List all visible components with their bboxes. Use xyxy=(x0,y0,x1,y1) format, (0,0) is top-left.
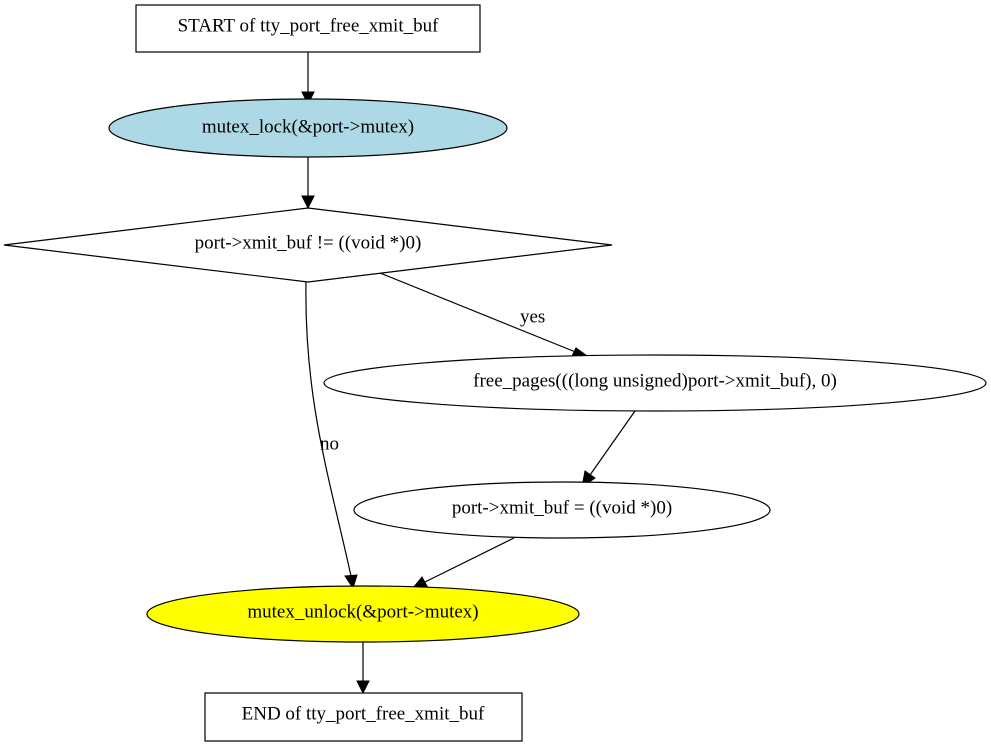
edge-decision-no: no xyxy=(305,281,358,590)
edge-start-to-lock xyxy=(301,52,315,106)
mutex-lock-label: mutex_lock(&port->mutex) xyxy=(202,116,414,137)
node-decision: port->xmit_buf != ((void *)0) xyxy=(3,207,613,283)
arrowhead-icon xyxy=(301,91,315,106)
assign-null-ellipse xyxy=(353,481,771,539)
arrowhead-icon xyxy=(301,195,315,210)
node-mutex-lock: mutex_lock(&port->mutex) xyxy=(108,98,508,158)
free-pages-ellipse xyxy=(323,354,987,412)
edge-free-to-assign xyxy=(581,410,636,489)
edge-lock-to-decision xyxy=(301,157,315,210)
free-pages-label: free_pages(((long unsigned)port->xmit_bu… xyxy=(473,370,837,391)
start-box xyxy=(135,4,481,53)
end-box xyxy=(204,692,523,742)
decision-diamond xyxy=(3,207,613,283)
edge-assign-to-unlock xyxy=(411,537,515,589)
decision-label: port->xmit_buf != ((void *)0) xyxy=(195,232,422,253)
mutex-unlock-ellipse xyxy=(146,585,580,643)
edge-decision-yes: yes xyxy=(379,272,592,359)
node-end: END of tty_port_free_xmit_buf xyxy=(204,692,523,742)
end-label: END of tty_port_free_xmit_buf xyxy=(242,703,485,724)
node-assign-null: port->xmit_buf = ((void *)0) xyxy=(353,481,771,539)
assign-null-label: port->xmit_buf = ((void *)0) xyxy=(452,497,672,518)
edge-unlock-to-end xyxy=(356,642,370,695)
mutex-lock-ellipse xyxy=(108,98,508,158)
node-free-pages: free_pages(((long unsigned)port->xmit_bu… xyxy=(323,354,987,412)
start-label: START of tty_port_free_xmit_buf xyxy=(178,15,440,36)
node-start: START of tty_port_free_xmit_buf xyxy=(135,4,481,53)
arrowhead-icon xyxy=(344,574,358,590)
mutex-unlock-label: mutex_unlock(&port->mutex) xyxy=(247,601,478,622)
node-mutex-unlock: mutex_unlock(&port->mutex) xyxy=(146,585,580,643)
arrowhead-icon xyxy=(356,680,370,695)
edge-label-yes: yes xyxy=(520,306,545,327)
edge-label-no: no xyxy=(320,433,339,454)
